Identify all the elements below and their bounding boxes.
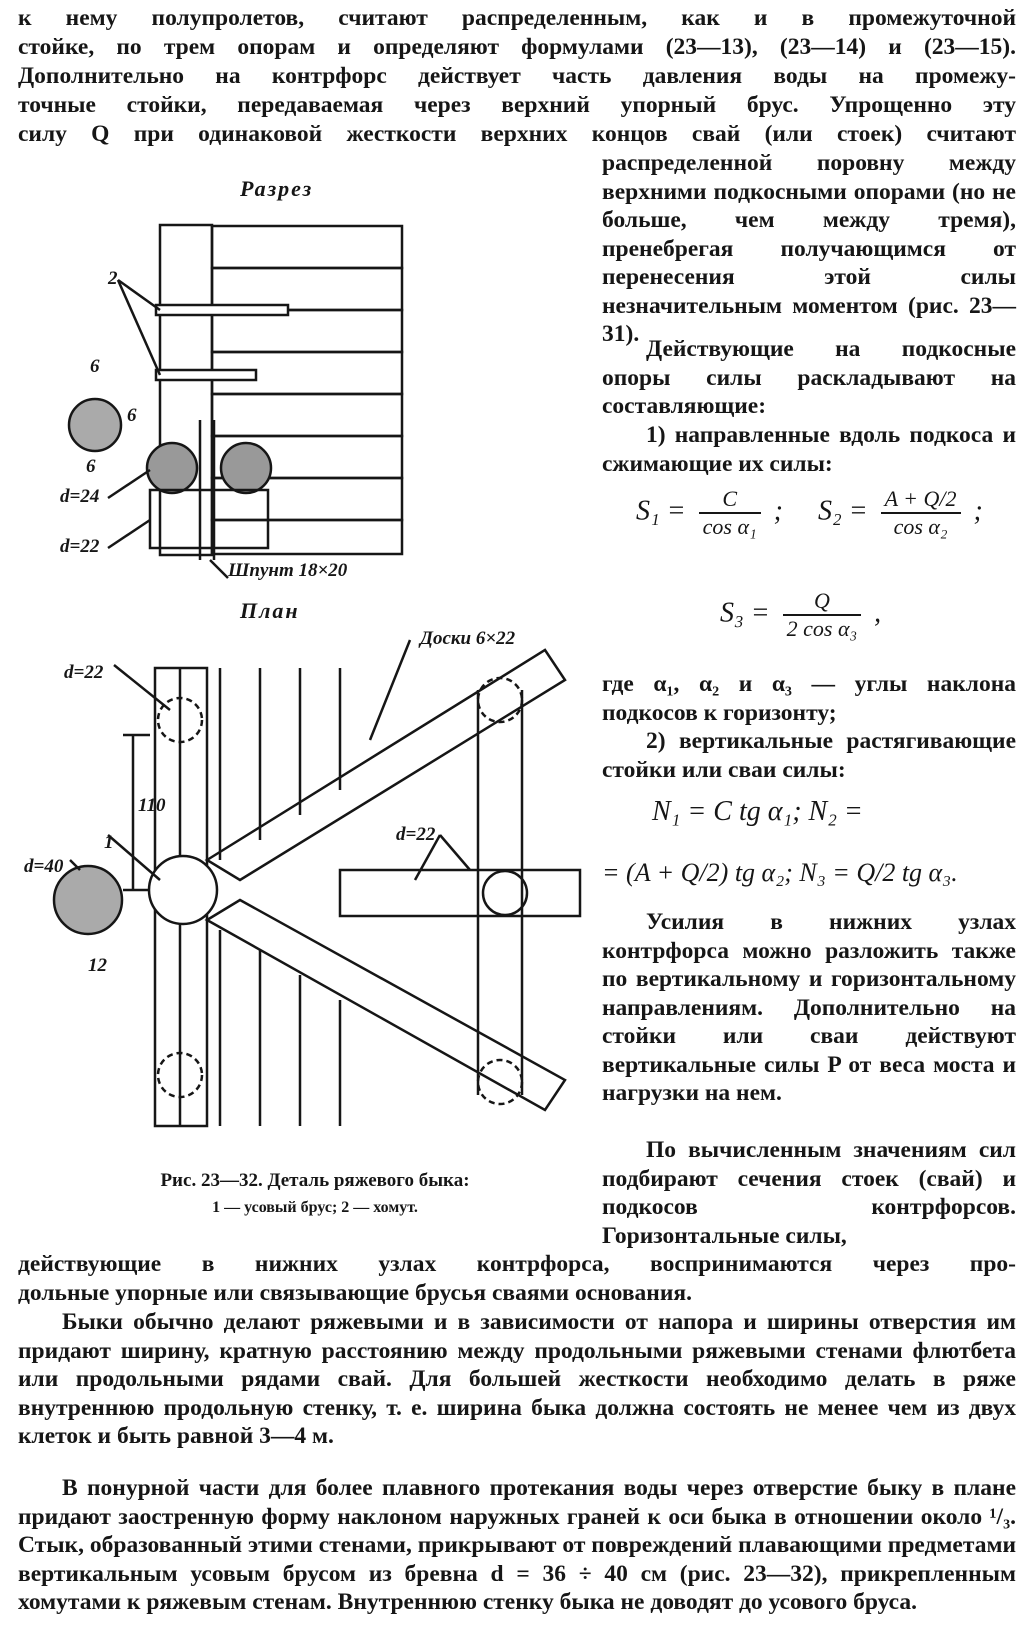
text-line: дольные упорные или связывающие брусья с… — [18, 1280, 692, 1306]
label-12: 12 — [88, 955, 107, 976]
text-line: действующие в нижних узлах контрфорса, в… — [18, 1251, 1016, 1277]
caption-legend: 1 — усовый брус; 2 — хомут. — [212, 1199, 418, 1216]
formula-s2-sep: ; — [973, 495, 983, 527]
formula-s3: S₃ = Q 2 cos α₃ , — [720, 588, 881, 642]
text-line: силу Q при одинаковой жесткости верхних … — [18, 121, 1016, 147]
formula-s2-num: A + Q/2 — [880, 486, 961, 514]
formula-s3-num: Q — [782, 588, 862, 616]
figure-title-plan: План — [240, 598, 300, 623]
right-paragraph-1: распределенной поровну между верхними по… — [602, 150, 1016, 347]
label-6c: 6 — [86, 456, 96, 477]
caption-main: Рис. 23—32. Деталь ряжевого быка: — [160, 1170, 470, 1191]
figure-drawing — [52, 223, 582, 1128]
paragraph-bulls: Быки обычно делают ряжевыми и в зависимо… — [18, 1309, 1016, 1449]
right-paragraph-3: Усилия в нижних узлах контрфорса можно р… — [602, 909, 1016, 1106]
figure-title-section: Разрез — [240, 176, 314, 201]
text-line: Дополнительно на контрфорс действует час… — [18, 63, 1016, 89]
figure-caption: Рис. 23—32. Деталь ряжевого быка: 1 — ус… — [60, 1168, 570, 1221]
formula-s1-lhs: S₁ = — [636, 495, 686, 527]
label-d22-plan: d=22 — [64, 662, 104, 683]
label-d22-section: d=22 — [60, 536, 100, 557]
formula-s1-fraction: C cos α₁ — [698, 486, 761, 540]
where-clause: где α₁, α₂ и α₃ — углы наклона подкосов … — [602, 671, 1016, 726]
formula-s1-num: C — [698, 486, 761, 514]
label-d40: d=40 — [24, 856, 64, 877]
text-line: к нему полупролетов, считают распределен… — [18, 5, 1016, 31]
formula-n1: N₁ = C tg α₁; N₂ = — [652, 796, 863, 827]
formula-s3-den: 2 cos α₃ — [786, 616, 858, 641]
formula-s3-fraction: Q 2 cos α₃ — [782, 588, 862, 642]
text-line: точные стойки, передаваемая через верхни… — [18, 92, 1016, 118]
formula-s3-sep: , — [874, 597, 882, 629]
label-1: 1 — [104, 832, 114, 853]
text-line: стойке, по трем опорам и определяют форм… — [18, 34, 1016, 60]
right-paragraph-2: Действующие на подкосные опоры силы раск… — [602, 336, 1016, 419]
list-item-1: 1) направленные вдоль подкоса и сжимающи… — [602, 422, 1016, 477]
label-6a: 6 — [90, 356, 100, 377]
label-2: 2 — [108, 268, 118, 289]
right-paragraph-4: По вычисленным значениям сил подбирают с… — [602, 1137, 1016, 1249]
section-view — [67, 223, 404, 579]
paragraph-upstream: В понурной части для более плавного прот… — [18, 1475, 1016, 1615]
label-6b: 6 — [127, 405, 137, 426]
formula-n2: = (A + Q/2) tg α₂; N₃ = Q/2 tg α₃. — [602, 858, 958, 887]
label-boards: Доски 6×22 — [420, 628, 516, 649]
label-d24: d=24 — [60, 486, 100, 507]
label-110: 110 — [138, 795, 166, 816]
formula-s2-fraction: A + Q/2 cos α₂ — [880, 486, 961, 540]
formula-s2-den: cos α₂ — [893, 514, 948, 539]
formula-s1: S₁ = C cos α₁ ; — [636, 486, 783, 540]
formula-s2: S₂ = A + Q/2 cos α₂ ; — [818, 486, 983, 540]
formula-s2-lhs: S₂ = — [818, 495, 868, 527]
formula-s1-sep: ; — [773, 495, 783, 527]
label-shpunt: Шпунт 18×20 — [228, 560, 348, 581]
label-d22-beam: d=22 — [396, 824, 436, 845]
list-item-2: 2) вертикальные растягивающие стойки или… — [602, 728, 1016, 783]
plan-view — [52, 639, 582, 1128]
formula-s1-den: cos α₁ — [702, 514, 757, 539]
formula-s3-lhs: S₃ = — [720, 597, 770, 629]
